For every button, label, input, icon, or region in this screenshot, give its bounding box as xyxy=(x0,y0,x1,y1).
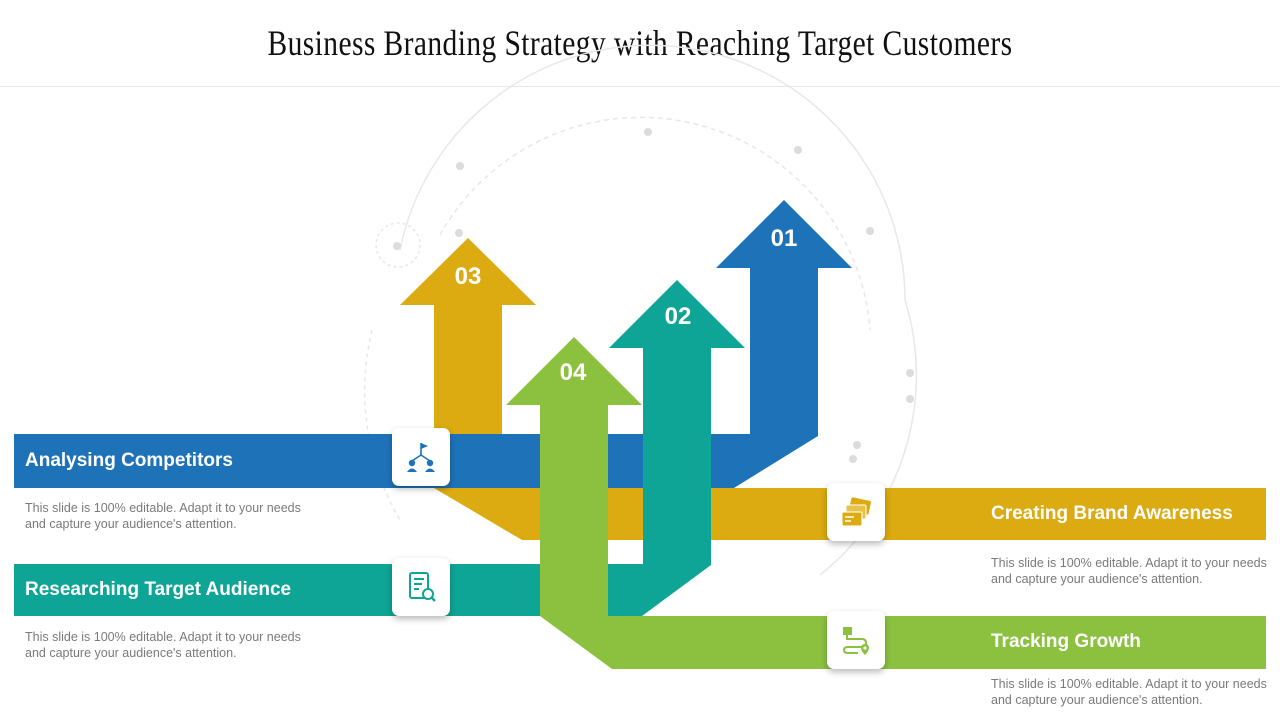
label-researching-target-audience: Researching Target Audience xyxy=(25,579,292,600)
arrow-path-02 xyxy=(14,280,745,616)
step-number-01: 01 xyxy=(771,225,798,252)
label-analysing-competitors: Analysing Competitors xyxy=(25,450,233,471)
brand-cards-icon xyxy=(841,497,871,527)
icon-card-researching-target-audience xyxy=(392,558,450,616)
arrow-path-04 xyxy=(506,337,1266,669)
icon-card-creating-brand-awareness xyxy=(827,483,885,541)
team-hierarchy-flag-icon xyxy=(407,443,435,472)
arrow-path-03 xyxy=(400,238,1266,540)
description-tracking-growth: This slide is 100% editable. Adapt it to… xyxy=(991,677,1267,707)
document-search-icon xyxy=(409,572,436,602)
description-researching-target-audience: This slide is 100% editable. Adapt it to… xyxy=(25,630,301,660)
step-number-04: 04 xyxy=(560,359,587,386)
description-creating-brand-awareness: This slide is 100% editable. Adapt it to… xyxy=(991,556,1267,586)
decorative-dots xyxy=(393,128,914,463)
icon-card-tracking-growth xyxy=(827,611,885,669)
step-number-03: 03 xyxy=(455,263,482,290)
arrow-path-01 xyxy=(14,200,852,488)
label-creating-brand-awareness: Creating Brand Awareness xyxy=(991,503,1233,524)
decorative-orbit xyxy=(363,44,918,576)
route-pin-icon xyxy=(842,627,869,655)
step-number-02: 02 xyxy=(665,303,692,330)
icon-card-analysing-competitors xyxy=(392,428,450,486)
title-divider xyxy=(0,86,1280,87)
description-analysing-competitors: This slide is 100% editable. Adapt it to… xyxy=(25,501,301,531)
slide-title: Business Branding Strategy with Reaching… xyxy=(267,23,1013,63)
label-tracking-growth: Tracking Growth xyxy=(991,631,1141,652)
